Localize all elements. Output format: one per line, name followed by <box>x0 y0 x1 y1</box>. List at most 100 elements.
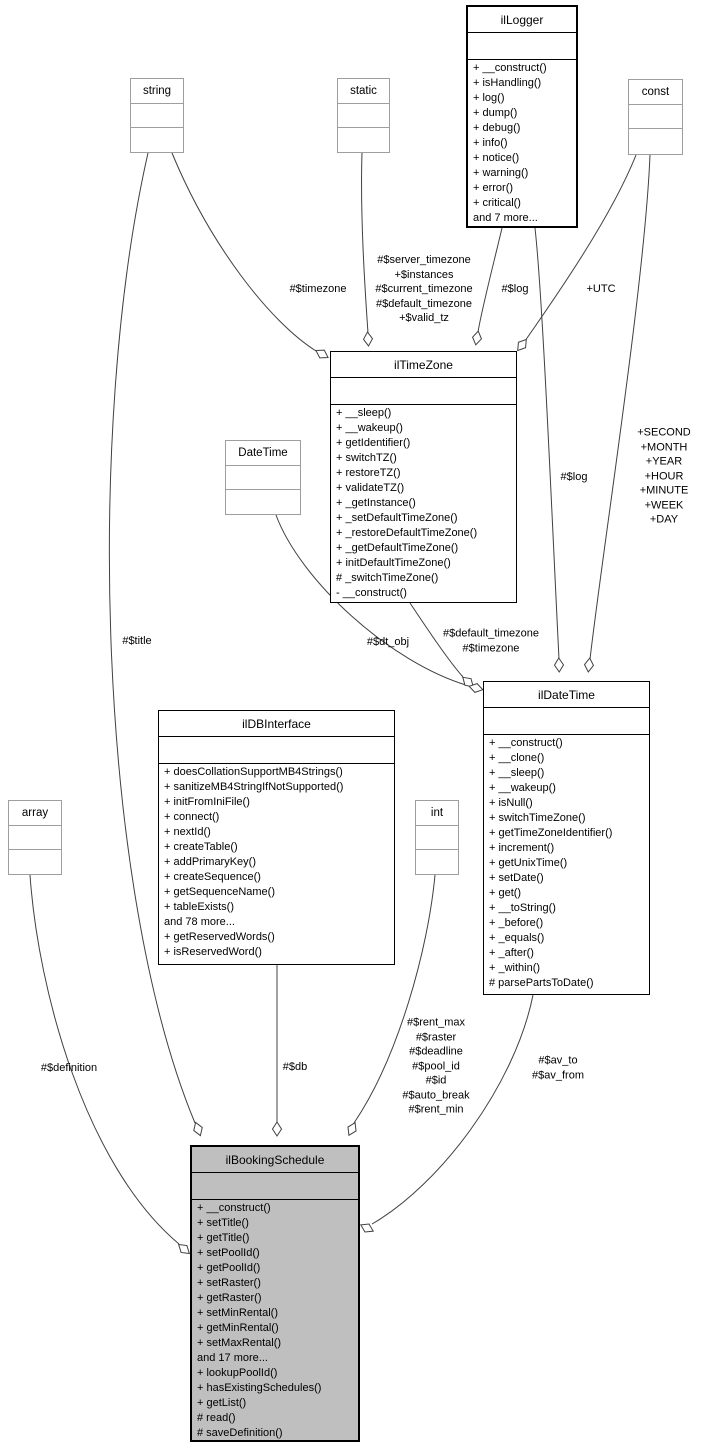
member-row: + setPoolId() <box>197 1247 260 1259</box>
class-title: ilDBInterface <box>159 711 394 737</box>
member-row: + switchTZ() <box>336 452 397 464</box>
member-row: + setRaster() <box>197 1277 261 1289</box>
member-row: + setMinRental() <box>197 1307 279 1319</box>
class-box-array: array <box>8 800 62 875</box>
class-box-int: int <box>415 800 459 875</box>
class-box-const: const <box>628 79 683 155</box>
edge-label-timezone: #$timezone <box>289 282 347 295</box>
member-row: + notice() <box>473 152 520 164</box>
member-row: + __clone() <box>489 752 545 764</box>
member-row: + __toString() <box>489 902 556 914</box>
member-row: + connect() <box>164 811 220 823</box>
member-row: + sanitizeMB4StringIfNotSupported() <box>164 781 344 793</box>
member-row: + warning() <box>473 167 529 179</box>
member-row: + setDate() <box>489 872 544 884</box>
edge-static-to-iltimezone <box>361 152 369 334</box>
member-row: + nextId() <box>164 826 211 838</box>
member-row: and 78 more... <box>164 916 235 928</box>
class-box-illogger[interactable]: ilLogger + __construct() + isHandling() + … <box>466 5 578 228</box>
class-box-ilbookingschedule: ilBookingSchedule + __construct()+ setTi… <box>190 1145 360 1442</box>
aggregation-diamond <box>517 338 527 352</box>
member-row: + isHandling() <box>473 77 542 89</box>
aggregation-diamond <box>193 1121 203 1137</box>
class-title: ilTimeZone <box>331 352 516 378</box>
class-box-ildatetime[interactable]: ilDateTime + __construct()+ __clone()+ _… <box>483 681 650 995</box>
class-box-datetime: DateTime <box>225 440 301 515</box>
member-row: + log() <box>473 92 505 104</box>
member-row: + createTable() <box>164 841 238 853</box>
member-row: + getIdentifier() <box>336 437 411 449</box>
attributes-compartment <box>331 378 516 405</box>
member-row: + getReservedWords() <box>164 931 275 943</box>
edge-ildatetime-to-ilbookingschedule <box>371 994 534 1225</box>
edge-illogger-to-iltimezone <box>477 227 503 333</box>
member-row: + switchTimeZone() <box>489 812 586 824</box>
class-title: int <box>416 801 458 826</box>
aggregation-diamond <box>471 330 483 346</box>
aggregation-diamond <box>553 657 565 673</box>
attributes-compartment <box>338 104 389 128</box>
edge-label-default-timezone: #$default_timezone #$timezone <box>442 627 540 655</box>
member-row: + doesCollationSupportMB4Strings() <box>164 766 343 778</box>
member-row: + __construct() <box>473 62 547 74</box>
member-row: + error() <box>473 182 514 194</box>
aggregation-diamond <box>359 1223 375 1233</box>
class-title: ilDateTime <box>484 682 649 708</box>
edge-datetime-to-ildatetime <box>275 514 470 687</box>
class-title: const <box>629 80 682 105</box>
methods-compartment <box>416 850 458 874</box>
member-row: + get() <box>489 887 522 899</box>
edge-label-log-datetime: #$log <box>560 470 588 483</box>
member-row: + getTitle() <box>197 1232 250 1244</box>
member-row: + getMinRental() <box>197 1322 279 1334</box>
member-row: - __construct() <box>336 587 407 599</box>
edge-label-utc: +UTC <box>586 282 616 295</box>
member-row: + restoreTZ() <box>336 467 401 479</box>
methods-compartment: + __construct()+ setTitle()+ getTitle()+… <box>192 1200 358 1440</box>
member-row: + __sleep() <box>336 407 392 419</box>
aggregation-diamond <box>347 1121 357 1137</box>
aggregation-diamond <box>468 683 484 693</box>
attributes-compartment <box>629 105 682 129</box>
methods-compartment: + doesCollationSupportMB4Strings() + sani… <box>159 764 394 964</box>
member-row: + createSequence() <box>164 871 261 883</box>
attributes-compartment <box>159 737 394 764</box>
class-box-static: static <box>337 78 390 153</box>
member-row: + _within() <box>489 962 541 974</box>
methods-compartment <box>629 129 682 154</box>
class-box-string: string <box>130 78 184 153</box>
member-row: + hasExistingSchedules() <box>197 1382 322 1394</box>
member-row: # read() <box>197 1412 236 1424</box>
member-row: # parsePartsToDate() <box>489 977 594 989</box>
aggregation-diamond <box>583 657 595 673</box>
class-title: ilLogger <box>468 7 576 33</box>
edge-label-dt-obj: #$dt_obj <box>366 635 410 648</box>
aggregation-diamond <box>362 331 374 347</box>
member-row: + info() <box>473 137 508 149</box>
class-title: array <box>9 801 61 826</box>
member-row: + critical() <box>473 197 521 209</box>
member-row: and 17 more... <box>197 1352 268 1364</box>
member-row: + increment() <box>489 842 555 854</box>
class-box-ildbinterface[interactable]: ilDBInterface + doesCollationSupportMB4S… <box>158 710 395 965</box>
attributes-compartment <box>468 33 576 60</box>
class-box-iltimezone[interactable]: ilTimeZone + __sleep()+ __wakeup()+ getI… <box>330 351 517 603</box>
edge-label-server-timezone-group: #$server_timezone +$instances #$current_… <box>375 253 473 324</box>
methods-compartment <box>131 128 183 152</box>
attributes-compartment <box>416 826 458 850</box>
member-row: + isNull() <box>489 797 533 809</box>
member-row: + getList() <box>197 1397 247 1409</box>
methods-compartment: + __construct()+ __clone()+ __sleep()+ _… <box>484 735 649 994</box>
aggregation-diamond <box>271 1121 283 1137</box>
member-row: + tableExists() <box>164 901 234 913</box>
member-row: + _getDefaultTimeZone() <box>336 542 459 554</box>
member-row: + __sleep() <box>489 767 545 779</box>
edge-label-definition: #$definition <box>40 1061 98 1074</box>
edge-label-schedule-fields: #$rent_max #$raster #$deadline #$pool_id… <box>402 1016 470 1116</box>
edge-label-log-timezone: #$log <box>501 282 529 295</box>
member-row: + __construct() <box>197 1202 271 1214</box>
member-row: + getSequenceName() <box>164 886 275 898</box>
member-row: # saveDefinition() <box>197 1427 283 1439</box>
